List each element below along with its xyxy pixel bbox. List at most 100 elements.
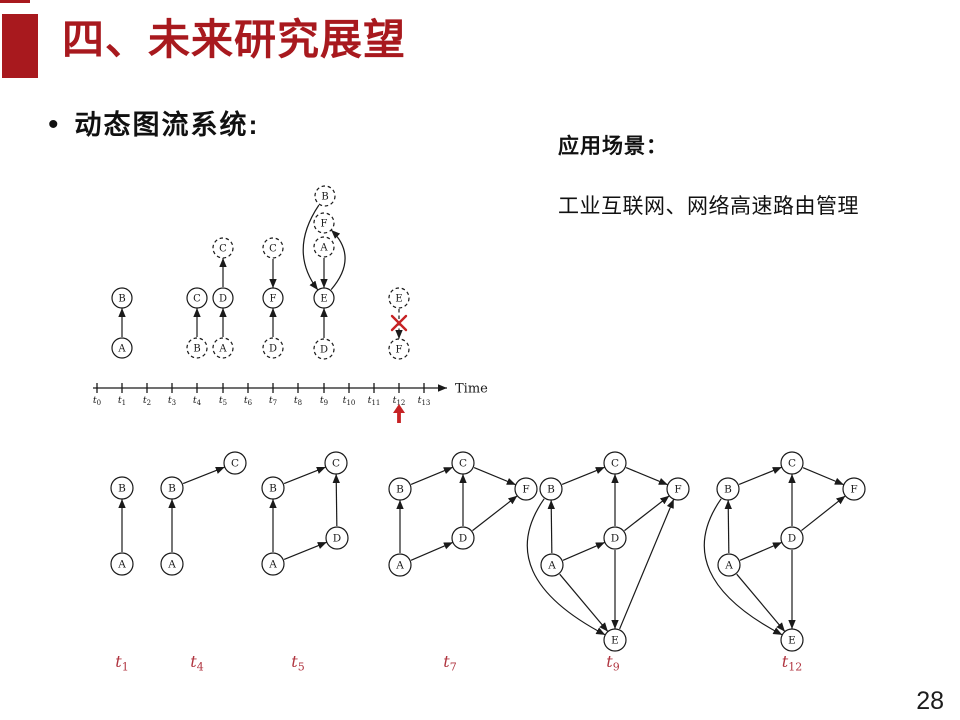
graph-edge-B-E	[703, 498, 783, 636]
graph-node-label: C	[193, 294, 201, 305]
graph-node-label: A	[167, 559, 176, 571]
graph-edge-A-D	[562, 541, 606, 561]
graph-node-label: C	[219, 244, 227, 255]
graph-node-label: E	[788, 635, 796, 647]
graph-node-A: A	[717, 553, 741, 577]
graph-edge-C-F	[473, 467, 517, 486]
application-heading: 应用场景：	[558, 135, 668, 158]
timeline-tick-label: t13	[418, 395, 431, 407]
accent-title-square	[2, 14, 38, 78]
graph-node-D: D	[325, 526, 349, 550]
graph-node-A: A	[313, 236, 335, 258]
graph-node-B: B	[186, 337, 208, 359]
graph-node-D: D	[212, 287, 234, 309]
edge-deletion-cross-icon	[390, 314, 408, 332]
graph-node-label: A	[117, 559, 126, 571]
graph-edge-A-D	[739, 541, 783, 561]
graph-edge-A-B	[547, 499, 555, 554]
graph-edge-C-F	[625, 467, 669, 486]
graph-node-label: F	[522, 484, 529, 496]
timeline-tick-label: t6	[244, 395, 253, 407]
graph-node-E: E	[388, 287, 410, 309]
graph-node-label: B	[118, 483, 126, 495]
graph-node-C: C	[780, 451, 804, 475]
graph-node-B: B	[110, 476, 134, 500]
graph-node-A: A	[160, 552, 184, 576]
graph-edge-C-F	[802, 467, 845, 486]
graph-edge-D-F	[801, 495, 846, 532]
graph-edge-A-D	[283, 541, 328, 561]
graph-node-label: D	[333, 533, 341, 545]
graph-node-label: C	[611, 458, 619, 470]
graph-node-B: B	[111, 287, 133, 309]
graph-node-label: B	[396, 484, 404, 496]
graph-node-label: E	[611, 635, 619, 647]
graph-node-F: F	[313, 212, 335, 234]
graph-edge-B-C	[182, 466, 225, 485]
bullet-text: 动态图流系统:	[74, 110, 260, 140]
graph-node-F: F	[666, 477, 690, 501]
graph-node-label: C	[788, 458, 796, 470]
graph-node-label: D	[219, 294, 227, 305]
graph-edge-E-F	[330, 229, 346, 291]
graph-node-label: C	[332, 458, 340, 470]
graph-node-C: C	[262, 237, 284, 259]
application-block: 应用场景： 工业互联网、网络高速路由管理	[558, 130, 928, 220]
graph-node-C: C	[212, 237, 234, 259]
graph-edge-B-C	[738, 466, 783, 486]
graph-node-E: E	[313, 287, 335, 309]
graph-edge-B-E	[302, 204, 320, 291]
graph-node-label: A	[724, 560, 733, 572]
graph-node-label: B	[193, 344, 200, 355]
graph-node-label: C	[459, 458, 467, 470]
timeline-tick-label: t10	[343, 395, 356, 407]
timeline-tick-label: t5	[219, 395, 227, 407]
graph-node-F: F	[514, 477, 538, 501]
graph-node-F: F	[388, 338, 410, 360]
page-title: 四、未来研究展望	[62, 16, 407, 63]
graph-node-label: D	[320, 345, 328, 356]
graph-edge-B-E	[526, 498, 606, 636]
graph-node-label: B	[269, 483, 277, 495]
graph-node-label: C	[231, 458, 239, 470]
graph-node-D: D	[262, 337, 284, 359]
graph-node-label: A	[117, 344, 126, 355]
graph-node-label: D	[611, 533, 619, 545]
graph-node-A: A	[540, 553, 564, 577]
graph-edge-A-E	[559, 573, 609, 632]
snapshot-time-label: t5	[291, 652, 304, 674]
graph-node-B: B	[160, 476, 184, 500]
graph-edge-B-C	[561, 466, 606, 486]
graph-edge-A-E	[736, 573, 786, 632]
graph-node-D: D	[780, 526, 804, 550]
snapshot-time-label: t9	[606, 652, 619, 674]
graph-node-label: F	[270, 294, 277, 305]
timeline-tick-label: t0	[93, 395, 101, 407]
timeline-tick-label: t9	[320, 395, 328, 407]
graph-node-label: F	[321, 219, 328, 230]
snapshot-time-label: t12	[782, 652, 802, 674]
graph-node-B: B	[388, 477, 412, 501]
graph-node-label: B	[547, 484, 555, 496]
timeline-tick-label: t11	[368, 395, 381, 407]
graph-node-B: B	[539, 477, 563, 501]
graph-edge-A-D	[410, 541, 454, 561]
graph-edge-D-F	[472, 495, 518, 532]
graph-node-E: E	[780, 628, 804, 652]
graph-node-label: E	[395, 294, 402, 305]
accent-corner-sliver	[0, 0, 30, 3]
timeline-tick-label: t4	[193, 395, 202, 407]
bullet-marker: •	[48, 108, 59, 141]
graph-edge-E-F	[619, 498, 675, 630]
snapshot-time-label: t4	[190, 652, 203, 674]
snapshot-time-label: t7	[443, 652, 456, 674]
graph-node-label: D	[459, 533, 467, 545]
page-number: 28	[916, 687, 944, 715]
graph-node-label: B	[168, 483, 176, 495]
graph-node-label: F	[850, 484, 857, 496]
graph-node-D: D	[603, 526, 627, 550]
graph-node-label: A	[268, 559, 277, 571]
